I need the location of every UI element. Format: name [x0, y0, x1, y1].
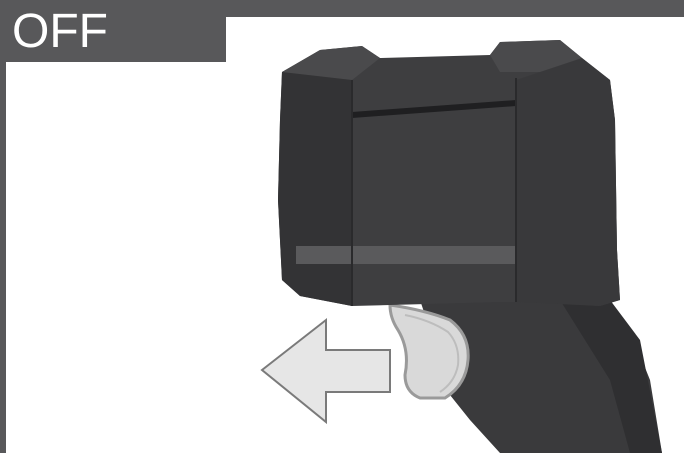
- device-right-face: [516, 58, 620, 306]
- left-frame-rule: [0, 0, 6, 453]
- state-label-box: OFF: [0, 0, 226, 62]
- device-band: [296, 246, 516, 264]
- state-label: OFF: [12, 4, 108, 60]
- left-arrow-icon: [262, 320, 390, 422]
- device-front-face: [278, 72, 352, 306]
